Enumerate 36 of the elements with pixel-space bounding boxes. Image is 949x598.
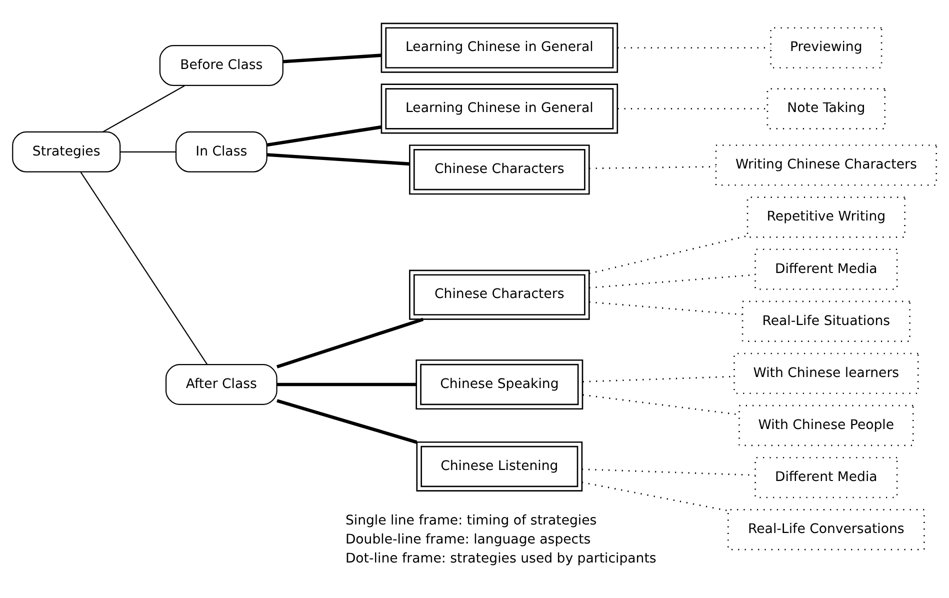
- node-box: Strategies: [12, 130, 121, 172]
- node-box: Chinese Listening: [416, 440, 583, 491]
- node-box: Chinese Speaking: [416, 358, 584, 410]
- node-box: Learning Chinese in General: [380, 22, 618, 72]
- node-box: Writing Chinese Characters: [715, 144, 938, 186]
- node-box: Different Media: [754, 456, 898, 498]
- label: Single line frame: timing of strategies: [345, 513, 597, 528]
- node-box: Different Media: [754, 248, 898, 290]
- label: Double-line frame: language aspects: [345, 532, 591, 548]
- node-box: Chinese Characters: [409, 144, 590, 194]
- connector: [582, 481, 728, 511]
- node-box: With Chinese learners: [734, 352, 919, 394]
- connector: [120, 150, 176, 152]
- node-box: Note Taking: [766, 88, 886, 129]
- connector: [282, 53, 382, 63]
- connector: [582, 468, 756, 476]
- label: Dot-line frame: strategies used by participants: [345, 550, 656, 566]
- node-box: Previewing: [770, 26, 882, 68]
- node-box: In Class: [175, 130, 268, 172]
- node-box: Before Class: [159, 44, 284, 86]
- node-box: After Class: [165, 364, 278, 404]
- connector: [589, 234, 748, 274]
- connector: [276, 317, 424, 368]
- connector: [102, 84, 185, 132]
- node-box: Real-Life Conversations: [727, 508, 925, 550]
- connector: [277, 382, 416, 386]
- connector: [266, 152, 410, 166]
- connector: [80, 171, 208, 364]
- node-box: Real-Life Situations: [742, 300, 910, 342]
- connector: [276, 398, 418, 444]
- node-box: Chinese Characters: [409, 269, 590, 320]
- node-box: Repetitive Writing: [746, 196, 906, 238]
- node-box: With Chinese People: [738, 404, 914, 446]
- connector: [266, 124, 382, 146]
- connector: [589, 300, 742, 315]
- node-box: Learning Chinese in General: [380, 83, 618, 134]
